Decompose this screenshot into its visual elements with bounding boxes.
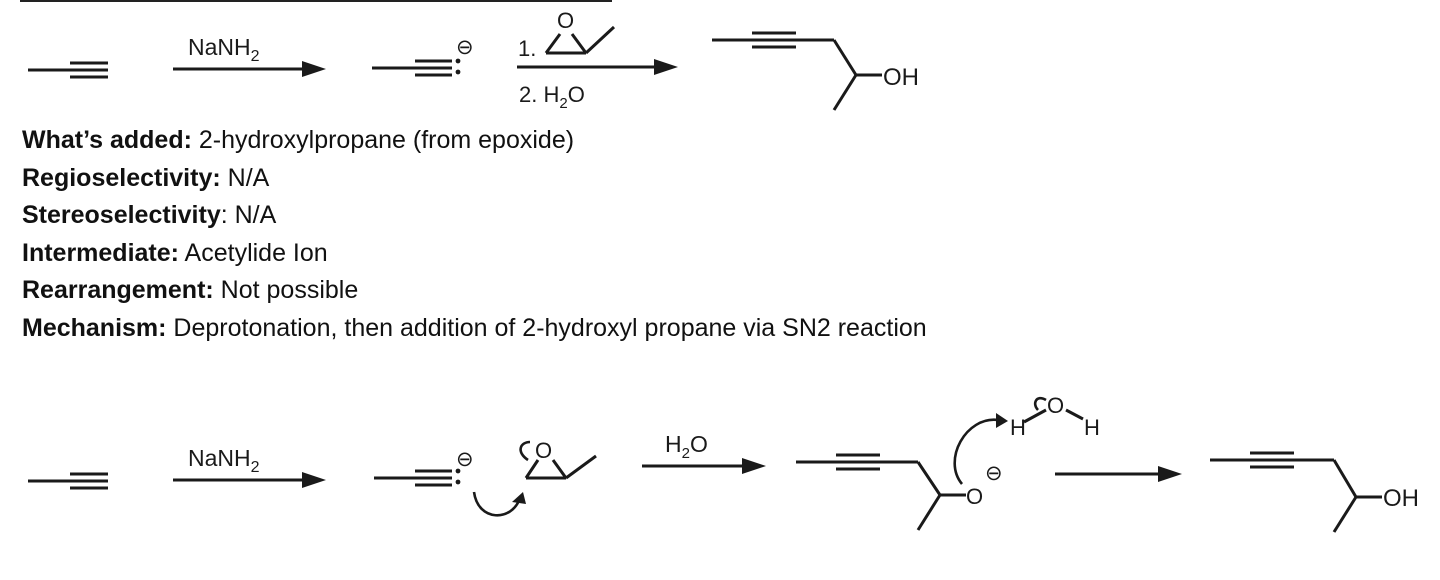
property-stereoselectivity: Stereoselectivity: N/A	[22, 197, 927, 235]
product-molecule	[712, 31, 882, 111]
curly-arrow-icon	[953, 413, 1008, 485]
property-mechanism: Mechanism: Deprotonation, then addition …	[22, 310, 927, 348]
property-value: : N/A	[220, 201, 277, 230]
step-2-label: 2. H2O	[519, 82, 585, 112]
property-label: Regioselectivity:	[22, 163, 221, 192]
reaction-arrow	[517, 59, 678, 75]
reaction-properties-list: What’s added: 2-hydroxylpropane (from ep…	[22, 122, 927, 348]
hydroxyl-label: OH	[883, 64, 919, 91]
reaction-scheme-1: NaNH2 ⊖ 1. O 2. H2O OH	[28, 8, 919, 112]
alkoxide-oxygen-label: O	[966, 484, 983, 509]
property-whats-added: What’s added: 2-hydroxylpropane (from ep…	[22, 122, 927, 160]
hydroxyl-label: OH	[1383, 485, 1419, 512]
product-molecule	[1210, 451, 1382, 533]
property-label: Mechanism:	[22, 313, 167, 342]
property-value: Acetylide Ion	[178, 238, 328, 267]
negative-charge-icon: ⊖	[456, 448, 474, 471]
negative-charge-icon: ⊖	[985, 462, 1003, 485]
negative-charge-icon: ⊖	[456, 36, 474, 59]
alkoxide-intermediate	[796, 453, 966, 531]
reaction-arrow	[173, 472, 326, 488]
property-label: What’s added:	[22, 126, 192, 154]
reagent-nanh2-label: NaNH2	[188, 34, 260, 65]
reaction-arrow	[1055, 466, 1182, 482]
acetylide-ion	[374, 468, 461, 487]
reaction-arrow	[173, 61, 326, 77]
top-rule	[20, 0, 612, 2]
epoxide-oxygen-label: O	[535, 438, 552, 463]
water-oxygen-label: O	[1047, 393, 1064, 418]
property-value: Deprotonation, then addition of 2-hydrox…	[166, 313, 927, 342]
water-bonds	[1023, 396, 1084, 424]
property-regioselectivity: Regioselectivity: N/A	[22, 160, 927, 198]
mechanism-scheme: NaNH2 ⊖ O H2O O	[28, 393, 1419, 533]
epoxide-molecule	[519, 440, 597, 480]
acetylide-ion	[372, 58, 461, 77]
property-value: N/A	[220, 163, 270, 192]
reagent-water-label: H2O	[665, 431, 708, 462]
water-hydrogen-label: H	[1084, 415, 1100, 440]
property-label: Intermediate:	[22, 238, 179, 267]
step-1-label: 1.	[518, 36, 536, 61]
reagent-nanh2-label: NaNH2	[188, 445, 260, 476]
curly-arrow-icon	[472, 491, 526, 517]
propyne-molecule	[28, 61, 108, 79]
epoxide-oxygen-label: O	[557, 8, 574, 33]
property-label: Rearrangement:	[22, 276, 214, 305]
property-value: 2-hydroxylpropane (from epoxide)	[191, 126, 575, 154]
propyne-molecule	[28, 472, 108, 490]
property-label: Stereoselectivity	[22, 201, 221, 230]
epoxide-reagent	[544, 25, 616, 55]
property-value: Not possible	[213, 276, 359, 305]
property-intermediate: Intermediate: Acetylide Ion	[22, 235, 927, 273]
reaction-arrow	[642, 458, 766, 474]
water-hydrogen-label: H	[1010, 415, 1026, 440]
property-rearrangement: Rearrangement: Not possible	[22, 272, 927, 310]
